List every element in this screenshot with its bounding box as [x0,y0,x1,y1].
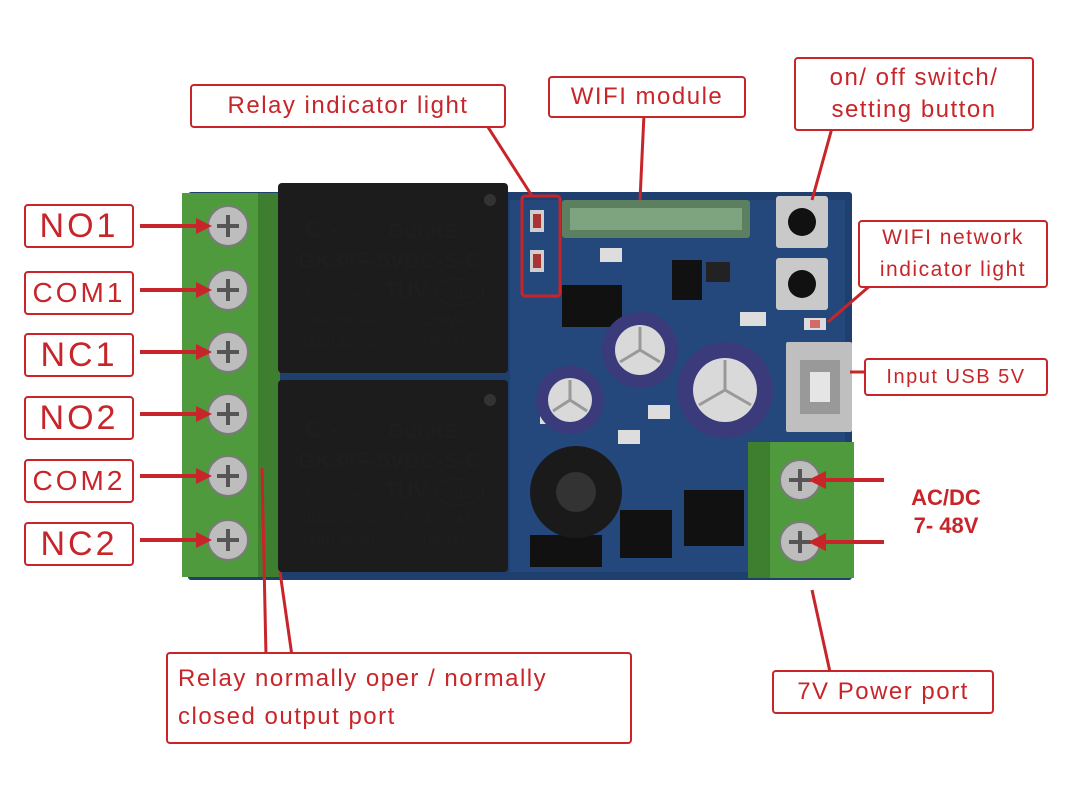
callout-switch-line1: on/ off switch/ [829,64,999,91]
callout-wifi-module: WIFI module [548,76,746,118]
relay-2-rating-2b: 19F5TL [420,532,469,548]
ic-chip-2 [672,260,702,300]
voltage-label: AC/DC 7- 48V [886,484,1006,540]
voltage-label-line2: 7- 48V [913,513,979,538]
ic-chip-4 [684,490,744,546]
power-arrows [808,471,884,551]
relay-2-rating-1b: 7A/250VAC [402,510,476,526]
relay-1: C - GuoKE GK3FF-5VDC-S-C c us TUV cqc 10… [278,183,508,373]
power-screw-2-slot [789,531,811,553]
terminal-block-left-side [258,193,280,577]
small-comp-5 [618,430,640,444]
terminal-arrow-head-1 [196,218,212,234]
relay-2-cert-cqc: cqc [446,485,472,502]
voltage-label-line1: AC/DC [911,485,981,510]
relay-2-brand: GuoKE [388,420,459,443]
relay-1-cert-c: c [306,282,316,302]
terminal-screw-5-slot [217,465,239,487]
callout-power-port: 7V Power port [772,670,994,714]
terminal-label-com2: COM2 [24,459,134,503]
capacitor-3 [677,342,773,438]
terminal-label-no2: NO2 [24,396,134,440]
power-screw-1-slot [789,469,811,491]
callout-usb-input: Input USB 5V [864,358,1048,396]
small-comp-6 [648,405,670,419]
relay-indicator-highlight [520,194,562,298]
relay-2-cert-tuv: TUV [384,478,428,503]
terminal-label-nc1: NC1 [24,333,134,377]
relay-1-cert-us: us [348,288,363,303]
svg-text:-: - [330,416,338,443]
callout-wifi-indicator-line2: indicator light [879,258,1027,281]
terminal-arrows [140,218,212,548]
callout-relay-output-line1: Relay normally oper / normally [178,665,548,692]
svg-text:-: - [330,216,338,243]
small-comp-2 [706,262,730,282]
callout-relay-indicator: Relay indicator light [190,84,506,128]
relay-1-rating-2a: 12A/125VAC [300,334,381,350]
diode [530,535,602,567]
terminal-label-com1: COM1 [24,271,134,315]
terminal-label-no1: NO1 [24,204,134,248]
relay-2-rating-2a: 12A/125VAC [300,532,381,548]
terminal-arrow-head-5 [196,468,212,484]
relay-2: C - GuoKE GK3FF-5VDC-S-C c us TUV cqc 10… [278,380,508,572]
relay-1-logo-icon: C [305,216,322,243]
terminal-screw-2-slot [217,279,239,301]
relay-2-cert-us: us [348,488,363,503]
terminal-arrow-head-6 [196,532,212,548]
callout-switch: on/ off switch/ setting button [794,57,1034,131]
relay-1-rating-2b: 19F5TL [420,334,469,350]
terminal-screw-6-slot [217,529,239,551]
relay-2-cert-c: c [306,482,316,502]
capacitor-1 [536,366,604,434]
leader-lines [260,113,873,673]
callout-wifi-indicator-line1: WIFI network [882,226,1024,249]
capacitor-2 [602,312,678,388]
terminal-arrow-head-3 [196,344,212,360]
ic-chip-3 [620,510,672,558]
relay-1-cert-cqc: cqc [446,285,472,302]
terminal-arrow-head-4 [196,406,212,422]
small-comp-1 [600,248,622,262]
terminal-screw-1-slot [217,215,239,237]
callout-relay-output: Relay normally oper / normally closed ou… [166,652,632,744]
terminal-screw-3-slot [217,341,239,363]
callout-wifi-indicator: WIFI network indicator light [858,220,1048,288]
callout-switch-line2: setting button [831,96,997,123]
small-comp-3 [740,312,766,326]
setting-button-1 [776,196,828,248]
relay-indicator-leds [530,210,544,272]
terminal-label-nc2: NC2 [24,522,134,566]
relay-2-rating-1a: 10A/250VAC [300,510,381,526]
ic-chip-1 [562,285,622,327]
callout-relay-output-line2: closed output port [178,703,396,730]
relay-1-model: GK3FF-5VDC-S-C [298,248,481,273]
terminal-screw-4-slot [217,403,239,425]
setting-button-2 [776,258,828,310]
terminal-screws-right [779,459,821,563]
terminal-arrow-head-2 [196,282,212,298]
relay-1-rating-1b: 7A/250VAC [402,312,476,328]
relay-1-rating-1a: 10A/250VAC [300,312,381,328]
relay-2-logo-icon: C [305,416,322,443]
relay-2-model: GK3FF-5VDC-S-C [298,448,481,473]
relay-1-cert-tuv: TUV [384,278,428,303]
relay-1-brand: GuoKE [388,220,459,243]
terminal-block-left [182,193,266,577]
